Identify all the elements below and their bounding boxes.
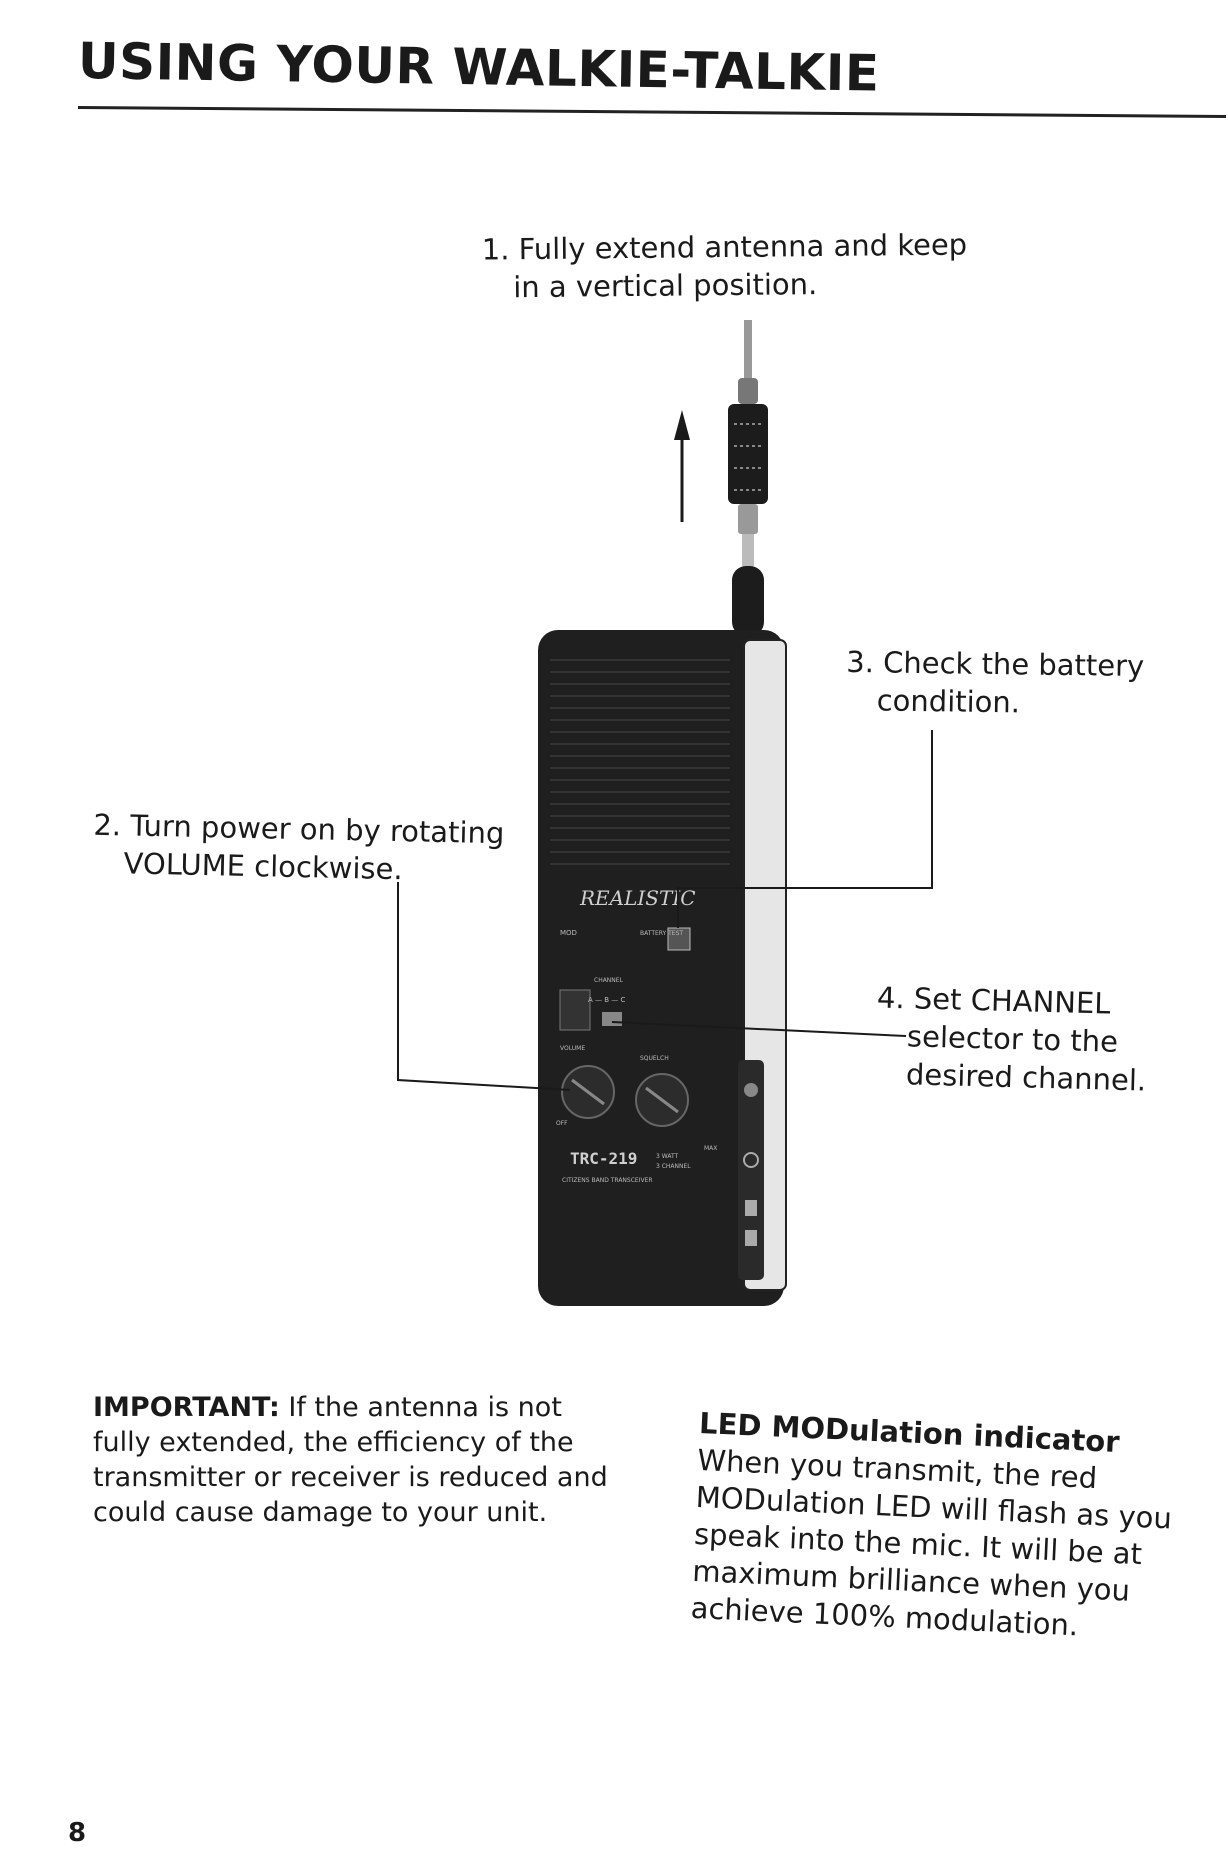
- led-modulation-note: LED MODulation indicator When you transm…: [690, 1405, 1220, 1650]
- important-text: If the antenna is not fully extended, th…: [93, 1392, 608, 1528]
- led-text: When you transmit, the red MODulation LE…: [690, 1442, 1173, 1643]
- off-label: OFF: [556, 1120, 568, 1127]
- squelch-label: SQUELCH: [640, 1055, 669, 1062]
- channel-label: CHANNEL: [594, 977, 624, 984]
- important-note: IMPORTANT: If the antenna is not fully e…: [93, 1390, 613, 1530]
- max-label: MAX: [704, 1145, 717, 1152]
- brand-label: REALISTIC: [579, 886, 696, 910]
- important-label: IMPORTANT:: [93, 1392, 280, 1423]
- page-number: 8: [68, 1818, 87, 1848]
- channel-abc-label: A — B — C: [588, 996, 625, 1004]
- arrow-up-icon: [674, 410, 690, 522]
- mod-label: MOD: [560, 929, 577, 937]
- model-spec-1-label: 3 WATT: [656, 1153, 679, 1160]
- model-spec-2-label: 3 CHANNEL: [656, 1163, 691, 1170]
- model-label: TRC-219: [570, 1149, 637, 1168]
- battery-test-label: BATTERY TEST: [640, 930, 683, 937]
- callout-lines: [397, 730, 933, 1091]
- radio-body: [538, 630, 787, 1306]
- volume-label: VOLUME: [560, 1045, 585, 1052]
- model-desc-label: CITIZENS BAND TRANSCEIVER: [562, 1177, 653, 1184]
- antenna-icon: [728, 320, 768, 636]
